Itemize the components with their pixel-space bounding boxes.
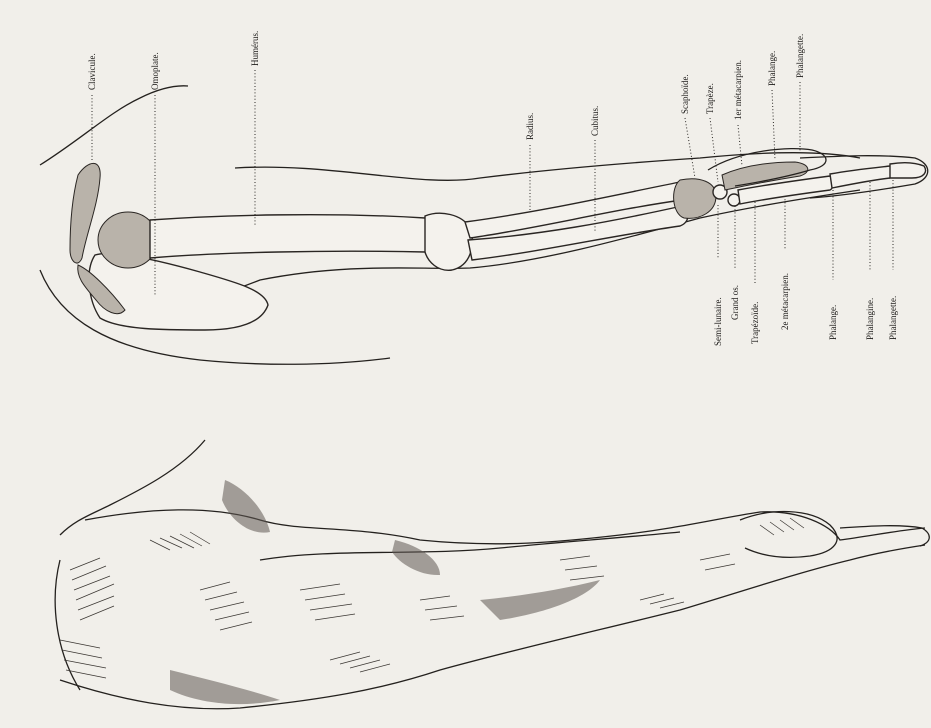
carpal-bones (674, 179, 716, 219)
label-second-metacarpal: 2e métacarpien. (780, 273, 790, 330)
humerus-head (98, 212, 158, 268)
forearm-crease (260, 532, 680, 560)
arm-skeleton-figure: Clavicule. Omoplate. Humérus. Radius. Cu… (40, 31, 928, 365)
label-capitate: Grand os. (730, 285, 740, 320)
deltoid-shading (222, 480, 270, 533)
label-first-metacarpal: 1er métacarpien. (733, 60, 743, 120)
leader-scaphoid (685, 118, 695, 178)
label-clavicle: Clavicule. (87, 53, 97, 90)
shoulder-outline (40, 86, 188, 165)
clavicle-bone (70, 163, 100, 263)
label-scapula: Omoplate. (150, 52, 160, 90)
label-lunate: Semi-lunaire. (713, 297, 723, 346)
upper-arm-shading (392, 540, 440, 575)
label-distal-phalanx-thumb: Phalangette. (795, 34, 805, 78)
upper-body-outline (60, 440, 205, 535)
hand-surface-outline (740, 512, 837, 558)
label-trapezium: Trapèze. (705, 83, 715, 114)
distal-phalanx-bone (890, 163, 926, 178)
label-radius: Radius. (525, 113, 535, 140)
leader-trapezium (710, 118, 718, 182)
label-humerus: Humérus. (250, 31, 260, 66)
lower-shoulder-shading (170, 670, 280, 704)
label-phalanx: Phalange. (828, 305, 838, 340)
label-distal-phalanx: Phalangette. (888, 296, 898, 340)
label-middle-phalanx: Phalangine. (865, 298, 875, 340)
label-trapezoid: Trapézoïde. (750, 302, 760, 344)
label-ulna: Cubitus. (590, 106, 600, 136)
leader-first-metacarpal (738, 125, 742, 166)
label-phalanx-thumb: Phalange. (767, 51, 777, 86)
phalanx-bone (830, 166, 893, 188)
arm-surface-upper (85, 510, 925, 544)
forearm-shading (480, 580, 600, 620)
label-scaphoid: Scaphoïde. (680, 74, 690, 114)
arm-surface-figure (55, 440, 929, 709)
hatching (60, 518, 804, 678)
humerus-bone (150, 215, 430, 258)
